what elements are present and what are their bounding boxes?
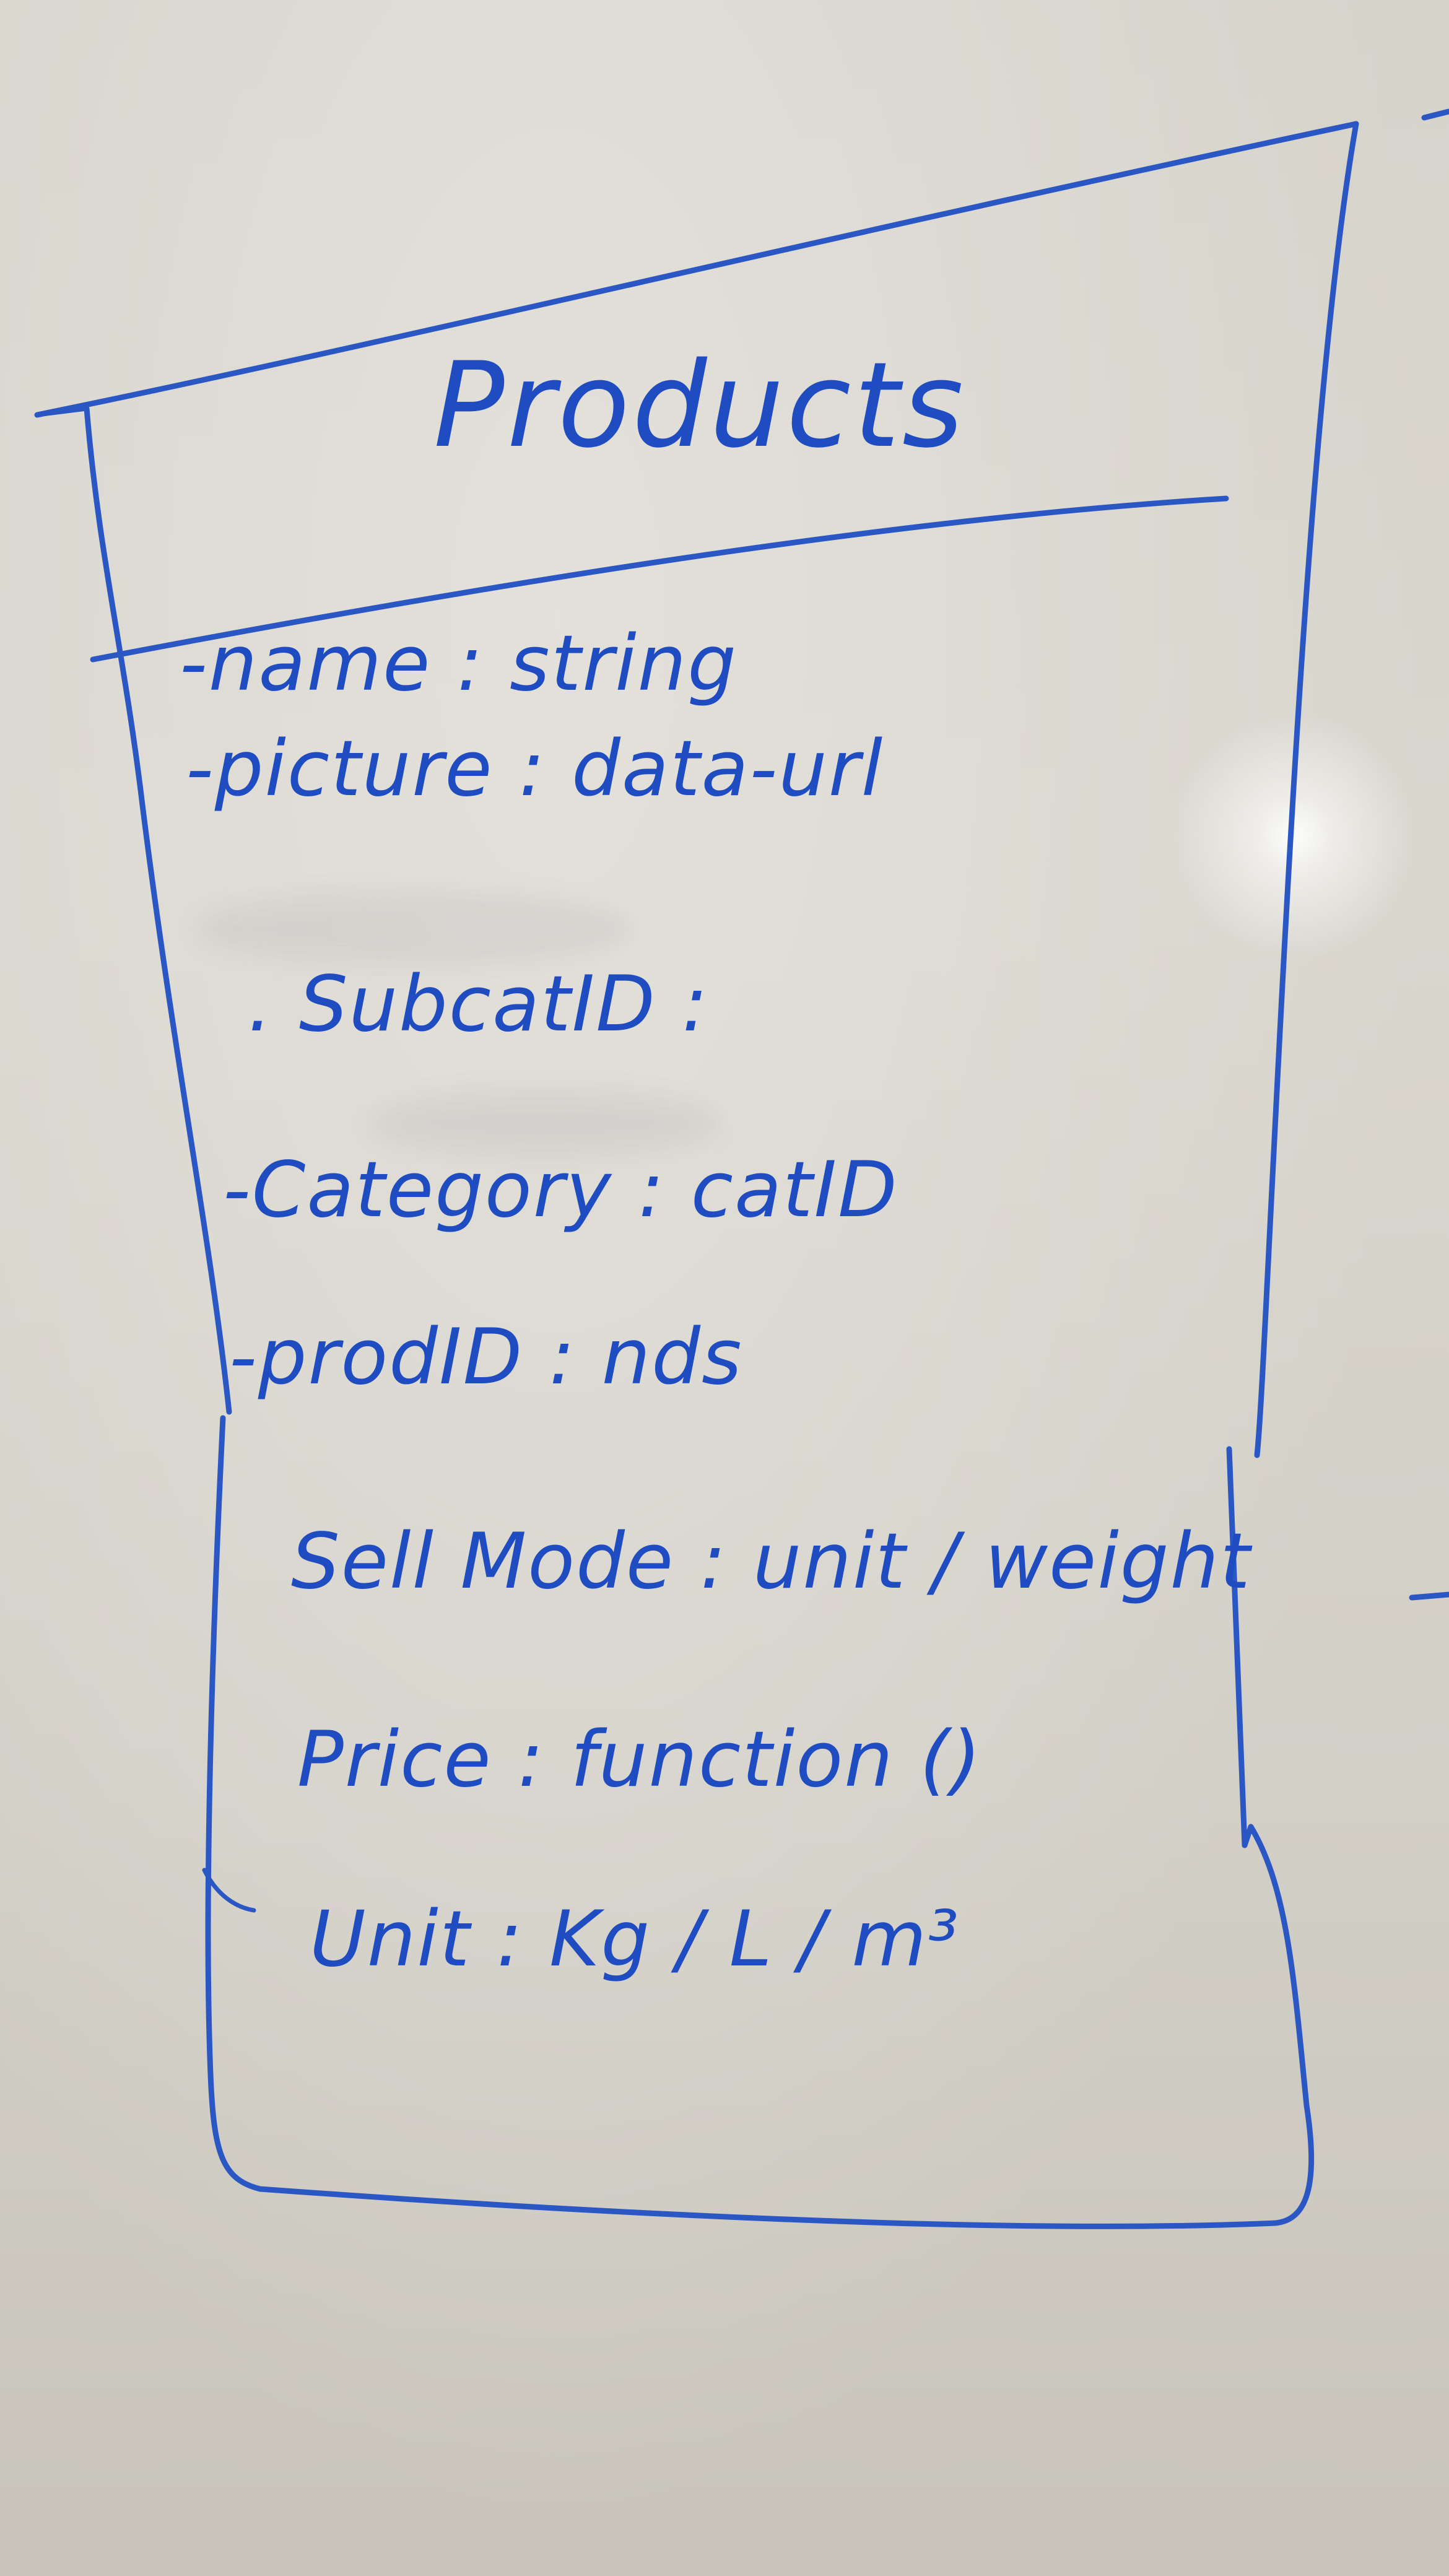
box-right-edge bbox=[1254, 121, 1359, 1458]
attribute-unit: Unit : Kg / L / m³ bbox=[310, 1895, 960, 1984]
box-corner-tick bbox=[35, 406, 89, 417]
attribute-price: Price : function () bbox=[297, 1715, 982, 1804]
eraser-smudge bbox=[198, 892, 632, 966]
eraser-smudge bbox=[372, 1090, 718, 1158]
attribute-subcat-id: . SubcatID : bbox=[248, 960, 709, 1049]
attribute-sell-mode: Sell Mode : unit / weight bbox=[291, 1517, 1251, 1606]
class-title: Products bbox=[433, 337, 966, 474]
methods-box bbox=[205, 1415, 1315, 2229]
title-divider-line bbox=[90, 495, 1229, 663]
box-top-edge bbox=[34, 121, 1359, 418]
edge-mark bbox=[1421, 108, 1449, 121]
box-left-edge-upper bbox=[84, 406, 232, 1415]
attribute-category: -Category : catID bbox=[223, 1146, 899, 1235]
attribute-picture: -picture : data-url bbox=[186, 724, 884, 814]
methods-box-mark bbox=[202, 1868, 256, 1913]
edge-mark bbox=[1409, 1591, 1449, 1601]
attribute-name: -name : string bbox=[180, 619, 738, 708]
attribute-prod-id: -prodID : nds bbox=[229, 1313, 743, 1402]
